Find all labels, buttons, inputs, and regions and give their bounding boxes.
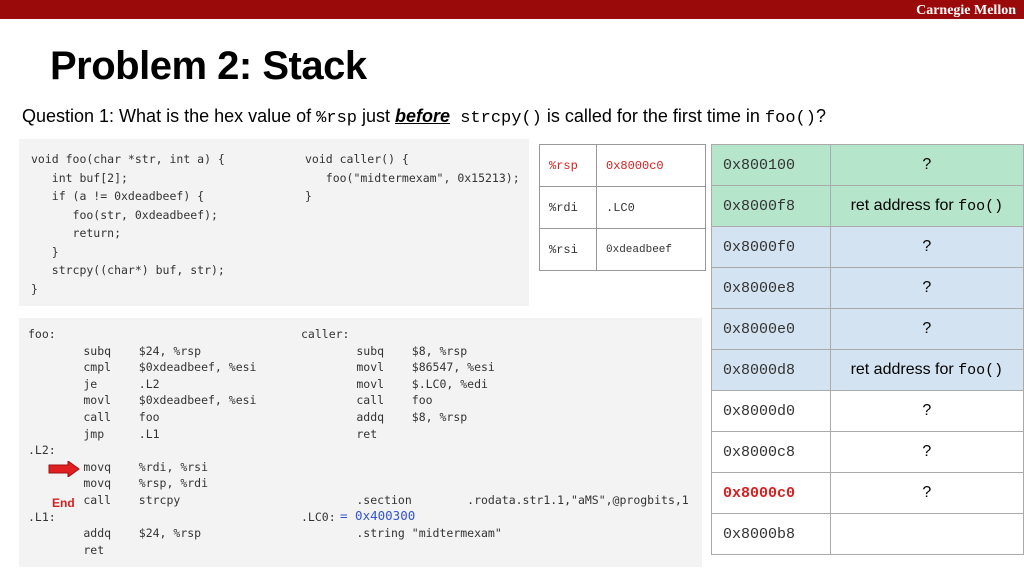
asm-code-foo: foo: subq $24, %rsp cmpl $0xdeadbeef, %e… — [28, 327, 257, 557]
stack-content: ? — [829, 431, 1024, 473]
register-value: .LC0 — [596, 186, 706, 229]
stack-address: 0x8000e0 — [711, 308, 831, 350]
question-emphasis: before — [395, 106, 451, 126]
stack-content: ret address for foo() — [829, 349, 1024, 391]
stack-content: ? — [829, 226, 1024, 268]
stack-address: 0x8000d0 — [711, 390, 831, 432]
stack-content: ret address for foo() — [829, 185, 1024, 227]
register-value: 0xdeadbeef — [596, 228, 706, 271]
register-name: %rsp — [539, 144, 597, 187]
stack-address: 0x8000c8 — [711, 431, 831, 473]
stack-address: 0x8000d8 — [711, 349, 831, 391]
stack-address: 0x8000f0 — [711, 226, 831, 268]
question-register: %rsp — [316, 109, 357, 128]
stack-address: 0x8000f8 — [711, 185, 831, 227]
brand-logo-text: Carnegie Mellon — [916, 3, 1016, 18]
question-suffix: is called for the first time in — [541, 106, 765, 126]
c-code-foo: void foo(char *str, int a) { int buf[2];… — [31, 152, 225, 296]
stack-content-code: foo() — [958, 362, 1004, 379]
stack-address-current: 0x8000c0 — [711, 472, 831, 514]
register-row: %rsp 0x8000c0 — [539, 144, 706, 187]
stack-row: 0x8000b8 — [711, 513, 1024, 555]
register-name: %rdi — [539, 186, 597, 229]
current-instruction-arrow-icon — [48, 461, 80, 477]
slide-title: Problem 2: Stack — [50, 44, 367, 88]
lc0-address: = 0x400300 — [340, 508, 416, 523]
question-text: Question 1: What is the hex value of %rs… — [22, 106, 826, 128]
stack-content: ? — [829, 390, 1024, 432]
stack-content: ? — [829, 308, 1024, 350]
stack-content-text: ret address for — [850, 197, 959, 214]
c-code-caller: void caller() { foo("midtermexam", 0x152… — [305, 152, 520, 203]
stack-content: ? — [829, 267, 1024, 309]
end-marker: End — [52, 496, 75, 510]
register-row: %rdi .LC0 — [539, 186, 706, 229]
stack-content: ? — [829, 144, 1024, 186]
stack-row: 0x8000f8 ret address for foo() — [711, 185, 1024, 227]
question-function: strcpy() — [450, 109, 542, 128]
stack-content-code: foo() — [958, 198, 1004, 215]
c-code-panel: void foo(char *str, int a) { int buf[2];… — [19, 139, 529, 306]
stack-content: ? — [829, 472, 1024, 514]
stack-row: 0x8000d8 ret address for foo() — [711, 349, 1024, 391]
stack-row: 0x8000c8 ? — [711, 431, 1024, 473]
header-bar: Carnegie Mellon — [0, 0, 1024, 19]
asm-code-panel: foo: subq $24, %rsp cmpl $0xdeadbeef, %e… — [19, 318, 702, 567]
stack-content-text: ret address for — [850, 361, 959, 378]
stack-row: 0x8000e8 ? — [711, 267, 1024, 309]
stack-address: 0x8000e8 — [711, 267, 831, 309]
register-row: %rsi 0xdeadbeef — [539, 228, 706, 271]
question-function-2: foo() — [764, 109, 816, 128]
question-prefix: Question 1: What is the hex value of — [22, 106, 317, 126]
stack-address: 0x8000b8 — [711, 513, 831, 555]
stack-row: 0x8000e0 ? — [711, 308, 1024, 350]
stack-row: 0x800100 ? — [711, 144, 1024, 186]
stack-row: 0x8000f0 ? — [711, 226, 1024, 268]
asm-code-caller: caller: subq $8, %rsp movl $86547, %esi … — [301, 327, 689, 541]
register-table: %rsp 0x8000c0 %rdi .LC0 %rsi 0xdeadbeef — [539, 144, 706, 271]
register-value: 0x8000c0 — [596, 144, 706, 187]
stack-diagram: 0x800100 ? 0x8000f8 ret address for foo(… — [711, 144, 1024, 555]
stack-address: 0x800100 — [711, 144, 831, 186]
stack-content — [829, 513, 1024, 555]
question-end: ? — [815, 106, 826, 126]
register-name: %rsi — [539, 228, 597, 271]
stack-row: 0x8000d0 ? — [711, 390, 1024, 432]
question-mid: just — [356, 106, 395, 126]
stack-row: 0x8000c0 ? — [711, 472, 1024, 514]
